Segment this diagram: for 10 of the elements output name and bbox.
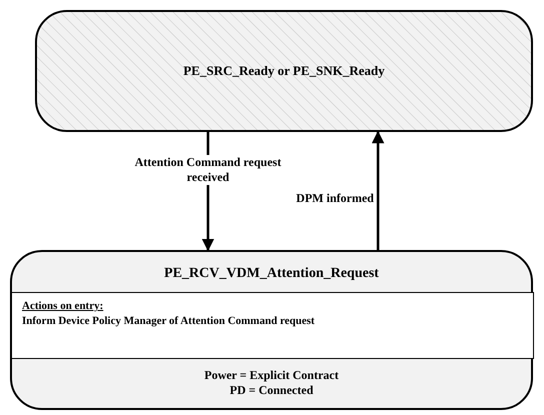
arrow: [372, 130, 384, 250]
actions-heading: Actions on entry:: [22, 299, 104, 314]
state-name: PE_RCV_VDM_Attention_Request: [164, 265, 379, 283]
state-box: [35, 10, 533, 132]
actions-text: Inform Device Policy Manager of Attention Command request: [22, 314, 315, 329]
state-condition: PD = Connected: [230, 383, 314, 398]
actions-box: [11, 292, 534, 359]
state-box: [10, 250, 533, 410]
state-condition: Power = Explicit Contract: [204, 368, 339, 383]
state-name: PE_SRC_Ready or PE_SNK_Ready: [183, 62, 385, 80]
